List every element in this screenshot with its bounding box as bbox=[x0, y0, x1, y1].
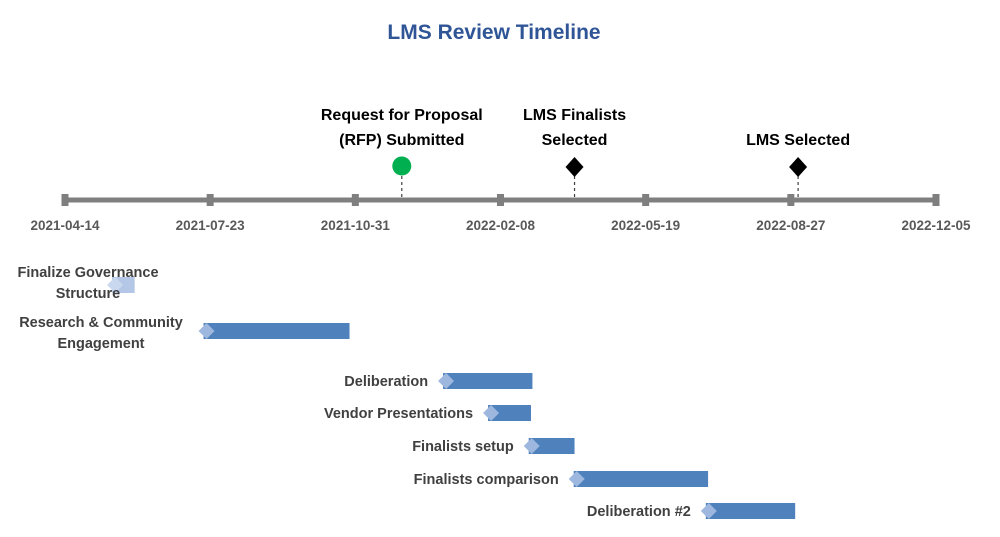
task-start-diamond bbox=[198, 323, 215, 339]
milestone-label: LMS Selected bbox=[746, 132, 850, 149]
task: Finalists setup bbox=[412, 438, 575, 455]
milestone-diamond-marker bbox=[789, 157, 808, 177]
task-bar bbox=[443, 373, 533, 389]
task-label: Finalists comparison bbox=[414, 472, 559, 488]
task-label: Vendor Presentations bbox=[324, 406, 473, 422]
axis-tick bbox=[206, 194, 214, 206]
axis-tick bbox=[787, 194, 795, 206]
milestone: Request for Proposal (RFP) Submitted bbox=[321, 107, 483, 200]
milestone-circle-marker bbox=[392, 156, 412, 176]
tick-label: 2022-05-19 bbox=[611, 218, 680, 233]
task-start-diamond bbox=[107, 277, 124, 293]
task-start-diamond bbox=[700, 503, 717, 519]
task-start-diamond bbox=[523, 438, 540, 454]
task-label: Deliberation #2 bbox=[587, 504, 691, 520]
task-bar bbox=[573, 471, 709, 487]
task-label: Finalists setup bbox=[412, 439, 514, 455]
task-start-diamond bbox=[483, 405, 500, 421]
axis-tick bbox=[351, 194, 359, 206]
task-bar bbox=[488, 405, 531, 421]
tick-label: 2021-10-31 bbox=[321, 218, 391, 233]
task-label: Research & Community bbox=[19, 315, 183, 331]
task-label: Deliberation bbox=[344, 374, 428, 390]
task-start-diamond bbox=[568, 471, 585, 487]
axis-tick bbox=[61, 194, 69, 206]
task-bar bbox=[705, 503, 796, 519]
task: Deliberation bbox=[344, 373, 533, 390]
milestone-label: Request for Proposal bbox=[321, 107, 483, 124]
milestone-label: (RFP) Submitted bbox=[339, 132, 464, 149]
task: Finalists comparison bbox=[414, 471, 709, 488]
task-start-diamond bbox=[438, 373, 455, 389]
milestone-label: Selected bbox=[542, 132, 608, 149]
task-label: Structure bbox=[56, 286, 120, 302]
task: Vendor Presentations bbox=[324, 405, 531, 422]
axis-tick bbox=[642, 194, 650, 206]
tick-label: 2022-02-08 bbox=[466, 218, 536, 233]
task-bar bbox=[203, 323, 350, 339]
task: Deliberation #2 bbox=[587, 503, 796, 520]
axis-tick bbox=[932, 194, 940, 206]
tick-label: 2022-08-27 bbox=[756, 218, 825, 233]
task-label: Finalize Governance bbox=[17, 265, 158, 281]
tick-label: 2021-04-14 bbox=[30, 218, 100, 233]
milestones: Request for Proposal (RFP) Submitted LMS F… bbox=[321, 107, 850, 200]
task-label: Engagement bbox=[57, 336, 144, 352]
timeline-axis: 2021-04-14 2021-07-23 2021-10-31 2022-02-08… bbox=[30, 194, 971, 233]
milestone-diamond-marker bbox=[565, 157, 584, 177]
task-bar bbox=[528, 438, 575, 454]
axis-tick bbox=[497, 194, 504, 206]
milestone: LMS Selected bbox=[746, 132, 850, 200]
tick-label: 2022-12-05 bbox=[901, 218, 971, 233]
tick-label: 2021-07-23 bbox=[176, 218, 246, 233]
milestone-label: LMS Finalists bbox=[523, 107, 626, 124]
chart-title: LMS Review Timeline bbox=[387, 21, 600, 44]
